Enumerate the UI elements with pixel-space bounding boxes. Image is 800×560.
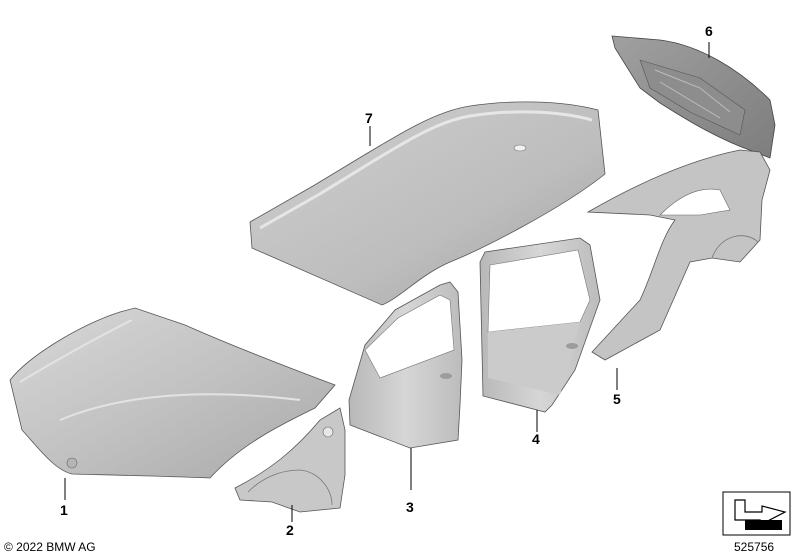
copyright-text: © 2022 BMW AG bbox=[4, 540, 96, 554]
roof-panel[interactable] bbox=[249, 101, 606, 306]
callout-7-label: 7 bbox=[365, 110, 373, 126]
callout-6-label: 6 bbox=[705, 23, 713, 39]
callout-3-label: 3 bbox=[406, 499, 414, 515]
callout-4-label: 4 bbox=[532, 431, 540, 447]
rear-door-panel[interactable] bbox=[479, 237, 601, 413]
leader-lines bbox=[64, 42, 710, 522]
front-door-panel[interactable] bbox=[348, 281, 463, 449]
callout-labels: 1 2 3 4 5 6 7 bbox=[60, 23, 713, 538]
view-orientation-icon bbox=[722, 491, 791, 536]
callout-5-label: 5 bbox=[613, 391, 621, 407]
diagram-reference-number: 525756 bbox=[734, 540, 775, 554]
front-side-panel[interactable] bbox=[234, 407, 346, 513]
hood-panel[interactable] bbox=[9, 307, 336, 479]
tailgate-panel[interactable] bbox=[611, 35, 776, 159]
callout-1-label: 1 bbox=[60, 502, 68, 518]
rear-side-frame-panel[interactable] bbox=[586, 149, 771, 361]
callout-2-label: 2 bbox=[286, 522, 294, 538]
